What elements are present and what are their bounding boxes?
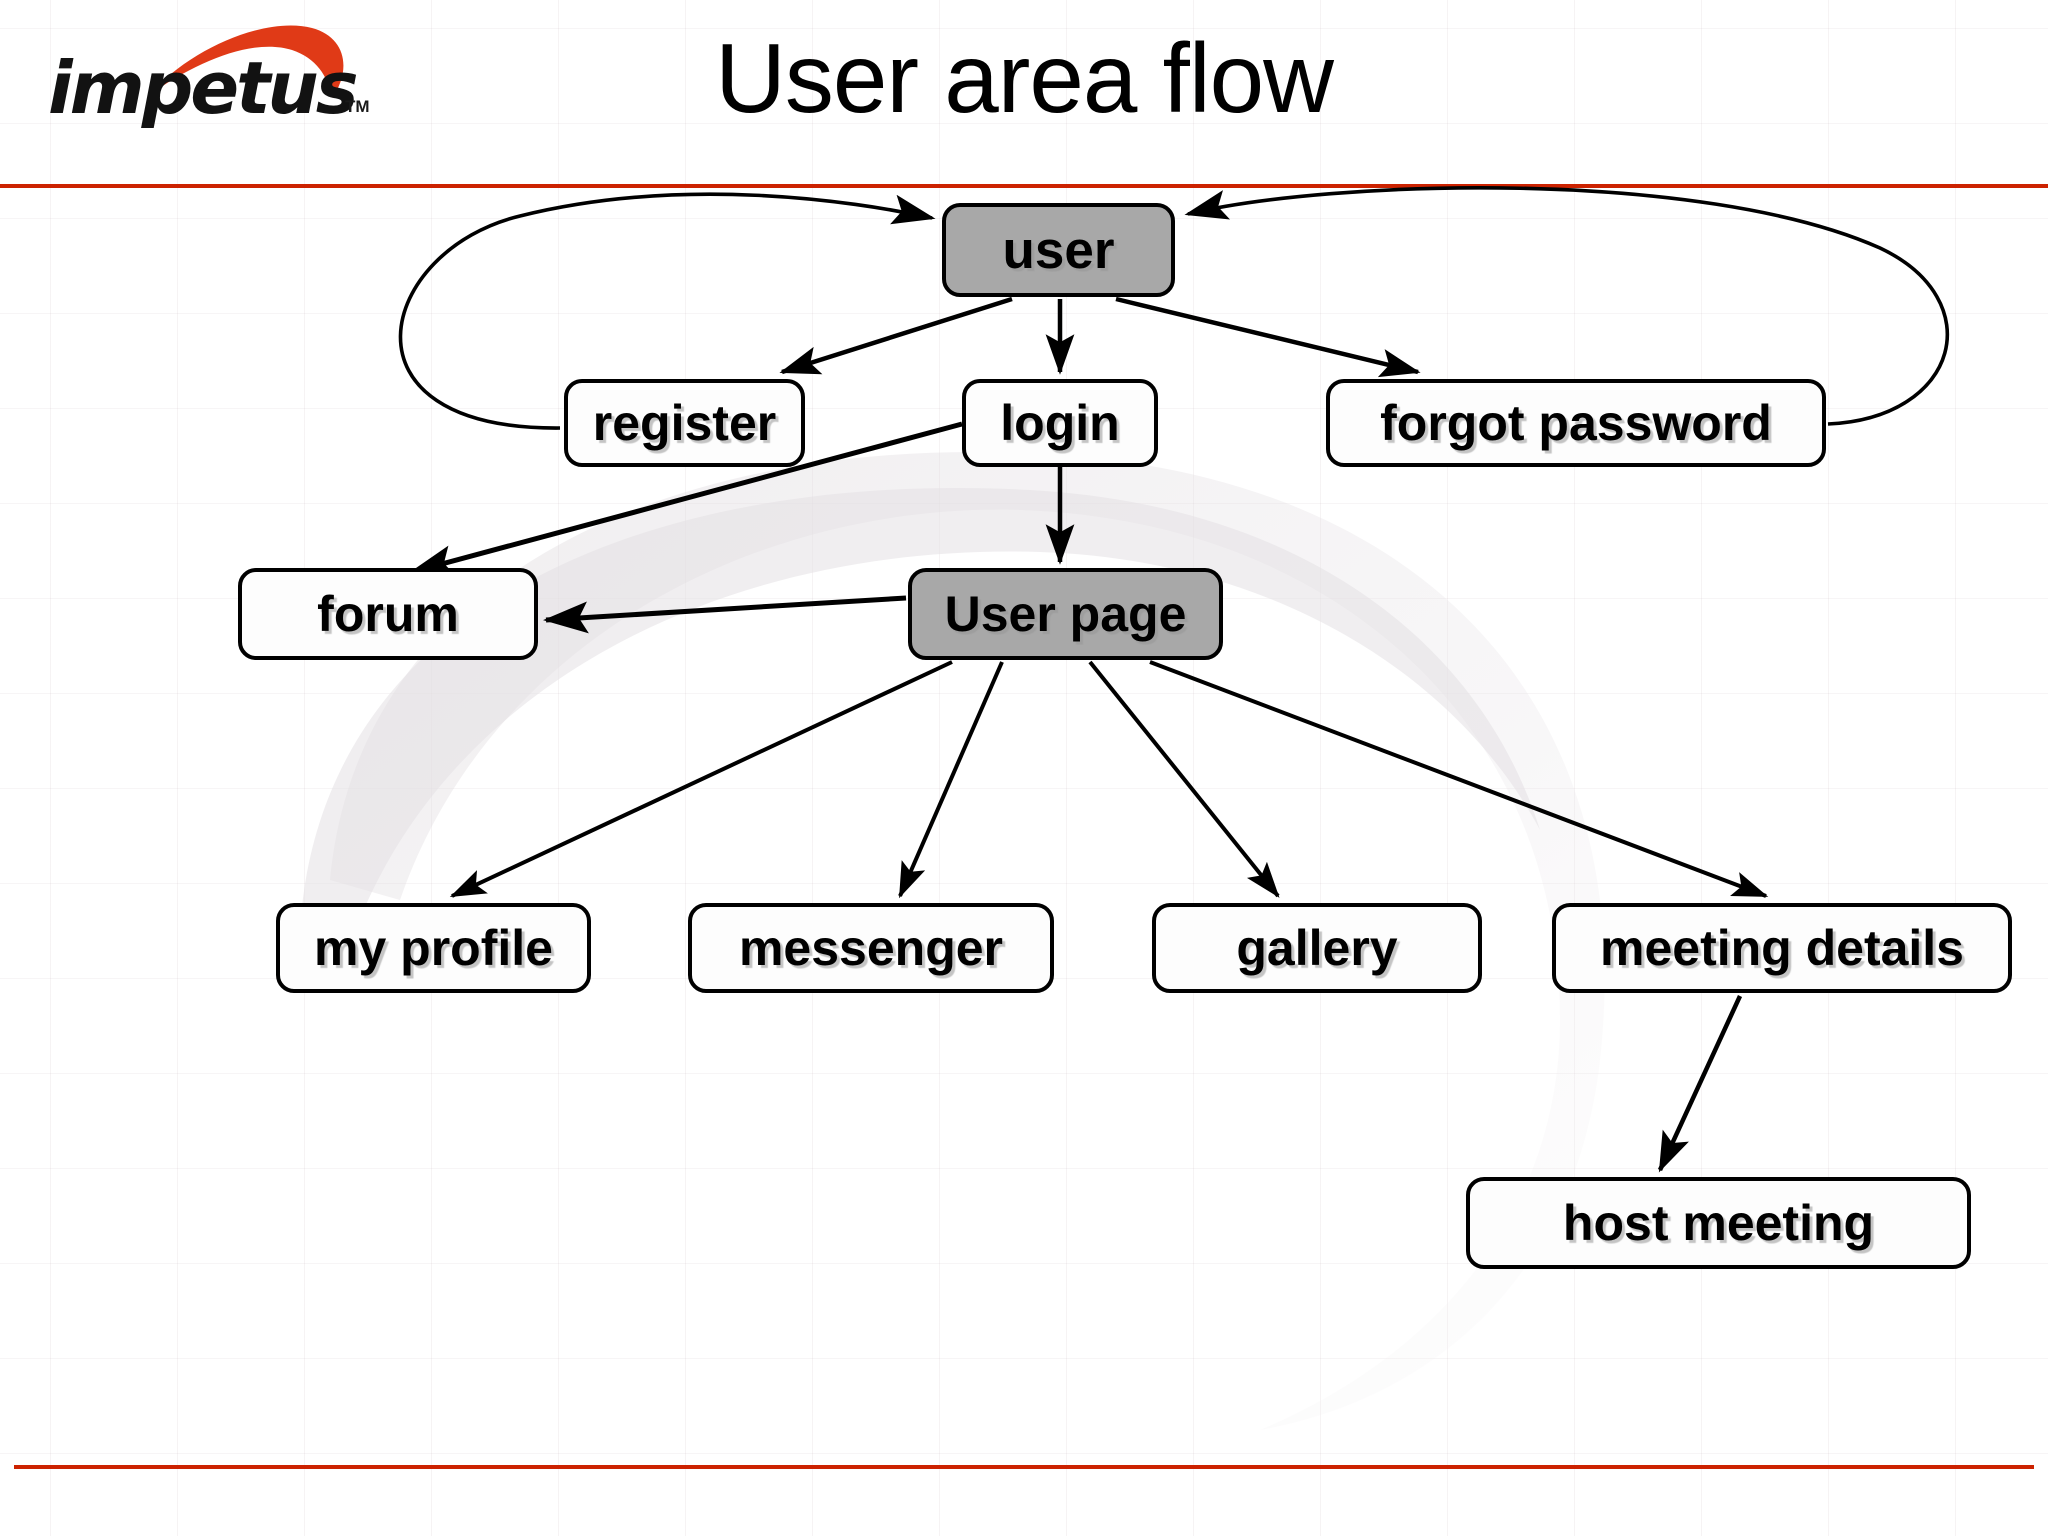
node-messenger[interactable]: messenger: [688, 903, 1054, 993]
node-my-profile-label: my profile: [314, 920, 553, 976]
node-user-label: user: [1002, 220, 1115, 280]
footer-divider-rule: [14, 1465, 2034, 1469]
edge-user-page-to-messenger: [898, 661, 1004, 899]
page-title: User area flow: [715, 23, 1334, 133]
edge-register-to-user-curve: [398, 192, 936, 430]
node-login[interactable]: login: [962, 379, 1158, 467]
node-meeting-details-label: meeting details: [1600, 920, 1964, 976]
node-forgot-password[interactable]: forgot password: [1326, 379, 1826, 467]
node-meeting-details[interactable]: meeting details: [1552, 903, 2012, 993]
node-user-page-label: User page: [944, 586, 1187, 642]
logo-swoosh-icon: [148, 25, 344, 98]
node-my-profile[interactable]: my profile: [276, 903, 591, 993]
node-register[interactable]: register: [564, 379, 805, 467]
edge-user-to-forgot-password: [1115, 296, 1421, 378]
node-gallery-label: gallery: [1236, 920, 1398, 976]
edge-meeting-details-to-host-meeting: [1657, 995, 1743, 1173]
node-login-label: login: [1000, 395, 1120, 451]
edge-user-to-register: [779, 296, 1013, 375]
edge-user-page-to-meeting-details: [1149, 660, 1769, 898]
node-forum[interactable]: forum: [238, 568, 538, 660]
node-forgot-password-label: forgot password: [1380, 395, 1772, 451]
header-divider-rule: [0, 184, 2048, 188]
slide-header: impetus TM User area flow: [0, 0, 2048, 188]
node-forum-label: forum: [317, 586, 459, 642]
node-host-meeting-label: host meeting: [1562, 1195, 1875, 1251]
logo-wordmark: impetus: [48, 46, 359, 130]
node-user[interactable]: user: [942, 203, 1175, 297]
impetus-logo: impetus TM: [40, 14, 370, 139]
node-host-meeting[interactable]: host meeting: [1466, 1177, 1971, 1269]
node-messenger-label: messenger: [738, 920, 1004, 976]
node-register-label: register: [592, 395, 777, 451]
logo-tm-mark: TM: [345, 97, 370, 116]
edge-forgot-password-to-user-curve: [1184, 186, 1950, 426]
node-gallery[interactable]: gallery: [1152, 903, 1482, 993]
edge-user-page-to-forum: [543, 595, 907, 634]
node-user-page[interactable]: User page: [908, 568, 1223, 660]
edge-user-page-to-my-profile: [449, 660, 953, 898]
edge-user-page-to-gallery: [1088, 660, 1280, 898]
